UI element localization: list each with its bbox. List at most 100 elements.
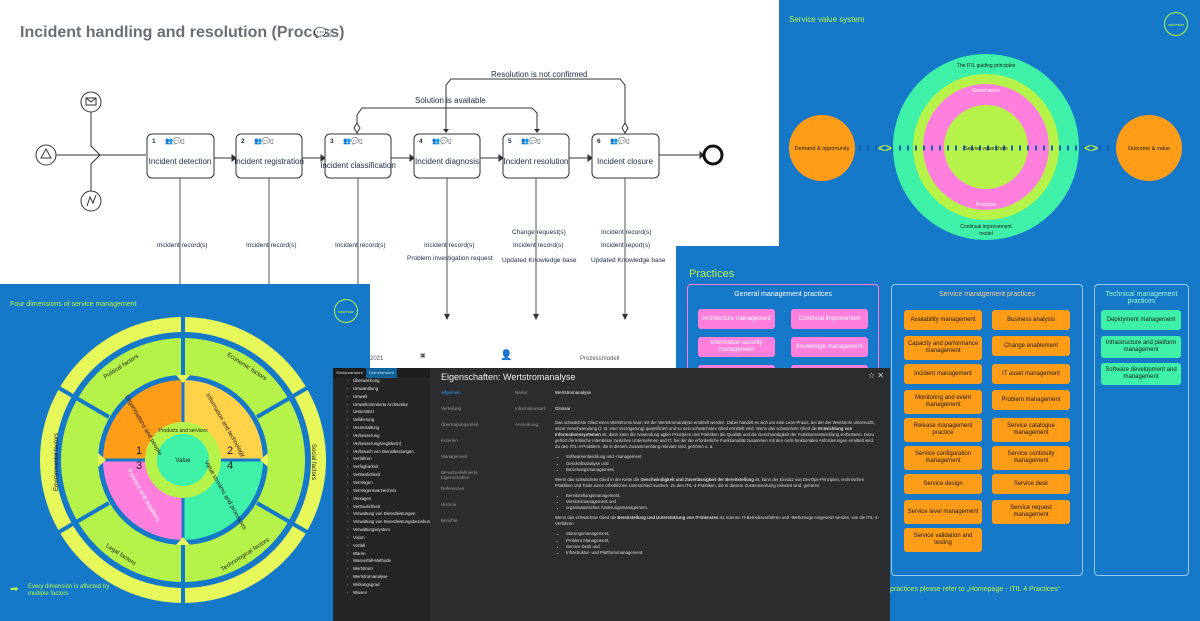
- tab-order[interactable]: Ordneransicht: [365, 368, 397, 378]
- type-value[interactable]: Glossar: [555, 406, 571, 411]
- task-icons: 👥💬▯: [165, 137, 185, 145]
- outcome-label: Outcome & value: [1128, 146, 1170, 152]
- comment-doc-icons[interactable]: 💬▯: [314, 28, 332, 39]
- nav-item[interactable]: Benutzerdefinierte Eigenschaften: [441, 470, 478, 480]
- practice-service-desk[interactable]: Service desk: [992, 474, 1070, 494]
- close-icon[interactable]: ✕: [877, 371, 884, 380]
- error-start-event[interactable]: [80, 190, 102, 212]
- practice-deployment[interactable]: Deployment management: [1101, 310, 1181, 330]
- tree-item[interactable]: Wasserfall-Methode: [333, 558, 430, 566]
- output-label: Incident record(s): [601, 229, 652, 236]
- practice-monitoring-and-event-management[interactable]: Monitoring and event management: [904, 390, 982, 414]
- tree-item[interactable]: Vision: [333, 535, 430, 543]
- tab-structure[interactable]: Strukturansicht: [336, 370, 363, 375]
- tree-item[interactable]: Verfahren: [333, 456, 430, 464]
- svg-text:Incident detection: Incident detection: [149, 157, 212, 166]
- tree-item[interactable]: Versagen: [333, 496, 430, 504]
- tree-item[interactable]: Verwaltungssystem: [333, 527, 430, 535]
- number-2: 2: [227, 445, 233, 457]
- practice-it-asset-management[interactable]: IT asset management: [992, 364, 1070, 384]
- task-5[interactable]: 5 👥💬▯ Incident resolution: [502, 133, 570, 179]
- svg-text:3: 3: [330, 138, 334, 145]
- tree-item[interactable]: Verfügbarkeit: [333, 464, 430, 472]
- output-label: Updated Knowledge base: [591, 257, 666, 264]
- tree-item[interactable]: Verwaltung von Dienstleistungen: [333, 511, 430, 519]
- tree-item[interactable]: Unterstützt: [333, 409, 430, 417]
- tree-item[interactable]: Überwachung: [333, 378, 430, 386]
- fourdim-title: Four dimensions of service management: [10, 301, 137, 308]
- end-event[interactable]: [702, 144, 724, 166]
- solution-label: Solution is available: [415, 96, 486, 105]
- practice-availability-management[interactable]: Availability management: [904, 310, 982, 330]
- task-3[interactable]: 3 👥💬▯ Incident classification: [320, 133, 396, 179]
- practice-release-management-practice[interactable]: Release management practice: [904, 418, 982, 442]
- number-4: 4: [227, 460, 233, 472]
- lightning-icon: [86, 194, 97, 207]
- tree-item[interactable]: Wirkungsgrad: [333, 582, 430, 590]
- practice-change-enablement[interactable]: Change enablement: [992, 336, 1070, 356]
- fourdim-note: Every dimension is affected by multiple …: [28, 584, 110, 598]
- tree-item[interactable]: Umwandlung: [333, 386, 430, 394]
- practice-service-configuration-management[interactable]: Service configuration management: [904, 446, 982, 470]
- practice-service-design[interactable]: Service design: [904, 474, 982, 494]
- star-icon[interactable]: ☆: [867, 371, 876, 380]
- practice-service-validation-and-testing[interactable]: Service validation and testing: [904, 528, 982, 552]
- name-label: Name:: [515, 390, 529, 395]
- tree-item[interactable]: Validierung: [333, 417, 430, 425]
- tree-item[interactable]: Wertstrom: [333, 566, 430, 574]
- nav-item[interactable]: Berichte: [441, 518, 458, 523]
- bullet-item: Service Desk und: [566, 544, 880, 550]
- tree-item[interactable]: Wissen: [333, 590, 430, 598]
- practice-software-dev[interactable]: Software development and management: [1101, 363, 1181, 385]
- nav-item[interactable]: Allgemein: [441, 390, 461, 395]
- practice-capacity-and-performance-management[interactable]: Capacity and performance management: [904, 336, 982, 360]
- practice-continual-improvement[interactable]: Continual improvement: [791, 309, 868, 329]
- task-1[interactable]: 1 👥💬▯ Incident detection: [146, 133, 215, 179]
- nav-item[interactable]: Verteilung: [441, 406, 462, 411]
- task-4[interactable]: 4 👥💬▯ Incident diagnosis: [413, 133, 481, 179]
- tree-item[interactable]: Vorfall: [333, 543, 430, 551]
- tree-item[interactable]: Waren: [333, 551, 430, 559]
- nav-item[interactable]: Management: [441, 454, 468, 459]
- service-practices-group: Service management practices: [891, 284, 1083, 576]
- nav-item[interactable]: Referenzen: [441, 486, 465, 491]
- tree-item[interactable]: Verwaltung von Dienstleistungsbeziehunge…: [333, 519, 430, 527]
- envelope-icon: [85, 97, 97, 106]
- practice-service-level-management[interactable]: Service level management: [904, 500, 982, 524]
- practice-problem-management[interactable]: Problem management: [992, 390, 1070, 410]
- description-text[interactable]: Das schwächste Glied eines Wertstroms ka…: [555, 420, 880, 560]
- tree-item[interactable]: Wertstromanalyse: [333, 574, 430, 582]
- output-label: Problem investigation request: [407, 255, 493, 262]
- practice-incident-management[interactable]: Incident management: [904, 364, 982, 384]
- tree-item[interactable]: Vertraulichkeit: [333, 504, 430, 512]
- practice-architecture[interactable]: Architecture management: [698, 309, 775, 329]
- practice-knowledge[interactable]: Knowledge management: [791, 337, 868, 357]
- user-icon[interactable]: 👤: [500, 350, 513, 361]
- tree-item[interactable]: Umwelt: [333, 394, 430, 402]
- task-6[interactable]: 6 👥💬▯ Incident closure: [591, 133, 660, 179]
- tree-item[interactable]: Verlässlichkeit: [333, 472, 430, 480]
- practice-service-catalogue-management[interactable]: Service catalogue management: [992, 418, 1070, 442]
- practice-information-security[interactable]: Information security management: [698, 337, 775, 357]
- practice-infrastructure[interactable]: Infrastructure and platform management: [1101, 336, 1181, 358]
- tree-item[interactable]: Vermögen: [333, 480, 430, 488]
- arrow-right-icon: ➡: [10, 584, 19, 595]
- tree-item[interactable]: Vermögensverzeichnis: [333, 488, 430, 496]
- nav-item[interactable]: Historie: [441, 502, 457, 507]
- tree-item[interactable]: Verbesserungsregister(n): [333, 441, 430, 449]
- guiding-label: The ITIL guiding principles: [957, 63, 1016, 69]
- task-2[interactable]: 2 👥💬▯ Incident registration: [234, 133, 304, 179]
- nav-item[interactable]: Übertragungsarten: [441, 422, 479, 427]
- tree-item[interactable]: Verbesserung: [333, 433, 430, 441]
- monitor-icon[interactable]: ▣: [420, 353, 426, 359]
- tree-item[interactable]: Veranstaltung: [333, 425, 430, 433]
- tree-item[interactable]: Umweltorientierte Architektur: [333, 402, 430, 410]
- practice-service-continuity-management[interactable]: Service continuity management: [992, 446, 1070, 470]
- tree-item[interactable]: Verbrauch von Dienstleistungen: [333, 449, 430, 457]
- practice-business-analysis[interactable]: Business analysis: [992, 310, 1070, 330]
- nav-item[interactable]: Kriterien: [441, 438, 458, 443]
- practice-service-request-management[interactable]: Service request management: [992, 500, 1070, 524]
- output-label: Incident record(s): [335, 242, 386, 249]
- name-value[interactable]: Wertstromanalyse: [555, 390, 592, 395]
